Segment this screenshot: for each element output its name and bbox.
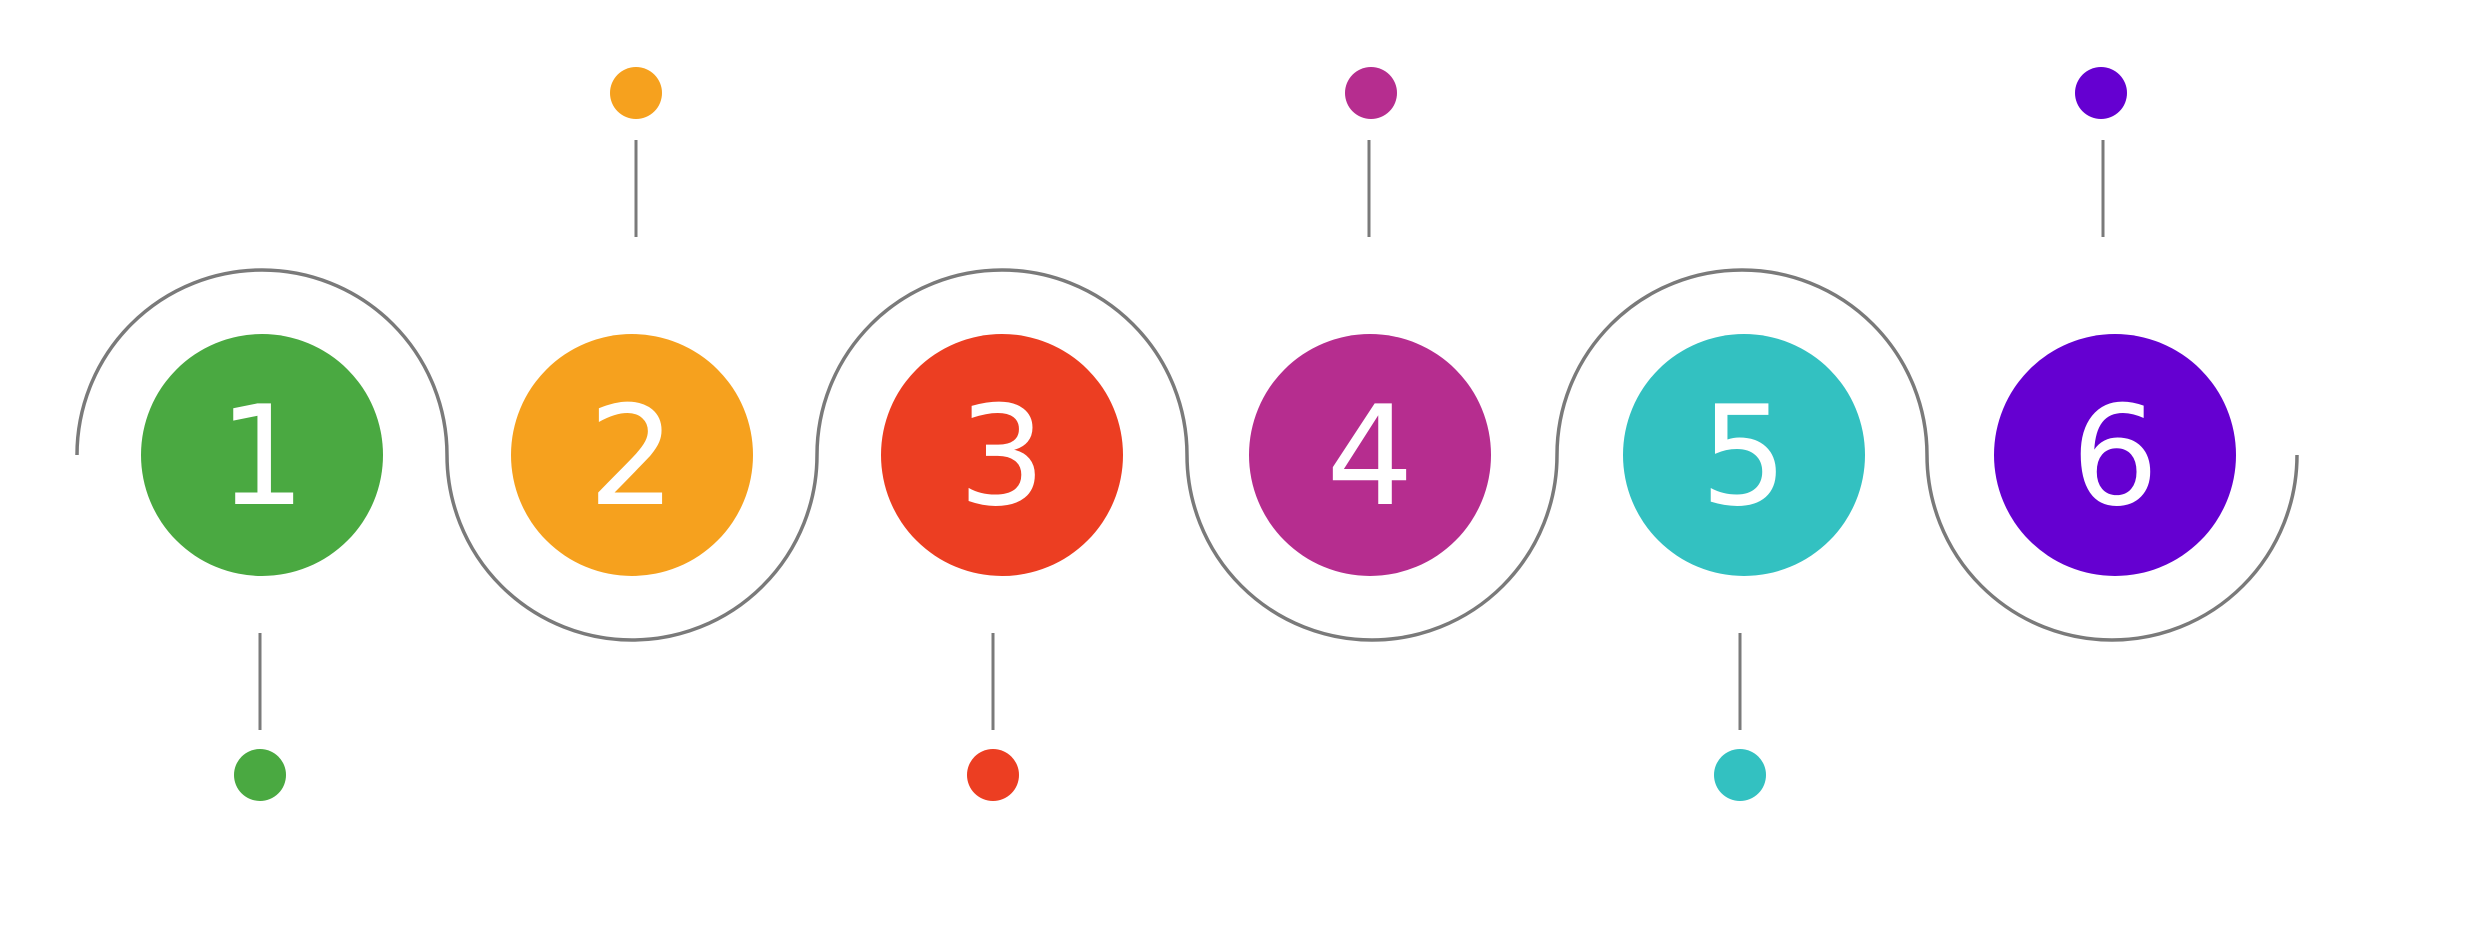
step-5-number: 5 [1700, 376, 1788, 537]
step-4-number: 4 [1326, 376, 1414, 537]
step-6: 6 [1994, 67, 2236, 576]
step-5-marker-dot [1714, 749, 1766, 801]
step-5-circle [1623, 334, 1865, 576]
wave-connector-line [75, 268, 2299, 642]
step-1: 1 [141, 334, 383, 801]
step-3-marker-dot [967, 749, 1019, 801]
step-1-number: 1 [218, 376, 306, 537]
step-3-number: 3 [958, 376, 1046, 537]
step-6-circle [1994, 334, 2236, 576]
step-3-circle [881, 334, 1123, 576]
step-2: 2 [511, 67, 753, 576]
step-4-circle [1249, 334, 1491, 576]
step-6-marker-dot [2075, 67, 2127, 119]
step-2-circle [511, 334, 753, 576]
step-2-marker-dot [610, 67, 662, 119]
step-6-number: 6 [2071, 376, 2159, 537]
step-1-circle [141, 334, 383, 576]
step-2-number: 2 [588, 376, 676, 537]
step-4-marker-dot [1345, 67, 1397, 119]
step-3: 3 [881, 334, 1123, 801]
step-5: 5 [1623, 334, 1865, 801]
step-4: 4 [1249, 67, 1491, 576]
step-1-marker-dot [234, 749, 286, 801]
